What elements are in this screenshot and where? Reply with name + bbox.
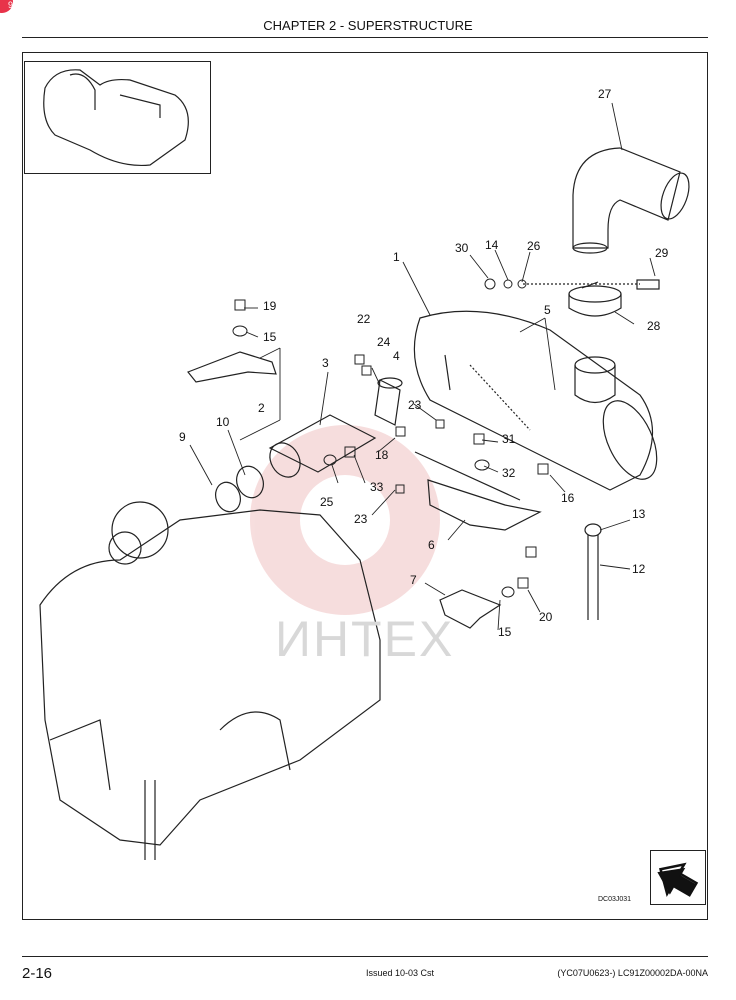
- pipe-12: [584, 523, 602, 620]
- callout-7: 7: [410, 573, 417, 587]
- bracket-6: [427, 479, 542, 531]
- inset-machine-drawing: [43, 69, 189, 167]
- gasket-9: [215, 481, 241, 513]
- callout-25: 25: [320, 495, 334, 509]
- header-divider: [22, 37, 708, 38]
- callout-15b: 15: [498, 625, 512, 639]
- callout-18: 18: [375, 448, 389, 462]
- callout-33: 33: [370, 480, 384, 494]
- callout-32: 32: [502, 466, 516, 480]
- figure-code: DC03J031: [598, 896, 632, 903]
- callout-6: 6: [428, 538, 435, 552]
- callout-22: 22: [357, 312, 371, 326]
- callout-10: 10: [216, 415, 230, 429]
- callout-1: 1: [393, 250, 400, 264]
- tube-3: [268, 414, 377, 478]
- arrow-up-left-icon: [657, 862, 699, 898]
- callout-9: 9: [179, 430, 186, 444]
- callout-13: 13: [632, 507, 646, 521]
- callout-26: 26: [527, 239, 541, 253]
- footer-divider: [22, 956, 708, 957]
- callout-5: 5: [544, 303, 551, 317]
- callout-2: 2: [258, 401, 265, 415]
- elbow-pipe-27: [572, 147, 690, 254]
- muffler-1: [413, 310, 658, 491]
- corner-badge: 9: [0, 0, 13, 13]
- issued-date: Issued 10-03 Cst: [366, 968, 435, 978]
- watermark-text: ИНТЕХ: [275, 611, 455, 667]
- callout-20: 20: [539, 610, 553, 624]
- page-number: 2-16: [22, 965, 53, 982]
- sleeve-4: [374, 377, 403, 426]
- callout-23a: 23: [408, 398, 422, 412]
- bracket-2: [187, 351, 277, 383]
- callout-19: 19: [263, 299, 277, 313]
- callout-16: 16: [561, 491, 575, 505]
- gasket-10: [236, 465, 264, 499]
- callout-15a: 15: [263, 330, 277, 344]
- page-title: CHAPTER 2 - SUPERSTRUCTURE: [263, 18, 473, 33]
- clamp-ring-28: [568, 281, 622, 317]
- inset-locator-box: [24, 61, 211, 174]
- callout-29: 29: [655, 246, 669, 260]
- callout-23b: 23: [354, 512, 368, 526]
- callout-30: 30: [455, 241, 469, 255]
- figure-frame: [22, 52, 708, 920]
- callout-3: 3: [322, 356, 329, 370]
- document-code: (YC07U0623-) LC91Z00002DA-00NA: [557, 968, 708, 978]
- leader-lines: [189, 102, 656, 631]
- callout-31: 31: [502, 432, 516, 446]
- nav-arrow-box[interactable]: [650, 850, 706, 905]
- plate-7: [439, 589, 502, 629]
- hardware-parts: [232, 278, 549, 598]
- callout-12: 12: [632, 562, 646, 576]
- callout-4: 4: [393, 349, 400, 363]
- callout-24: 24: [377, 335, 391, 349]
- callout-14: 14: [485, 238, 499, 252]
- engine-block: [39, 501, 381, 860]
- callout-28: 28: [647, 319, 661, 333]
- callout-27: 27: [598, 87, 612, 101]
